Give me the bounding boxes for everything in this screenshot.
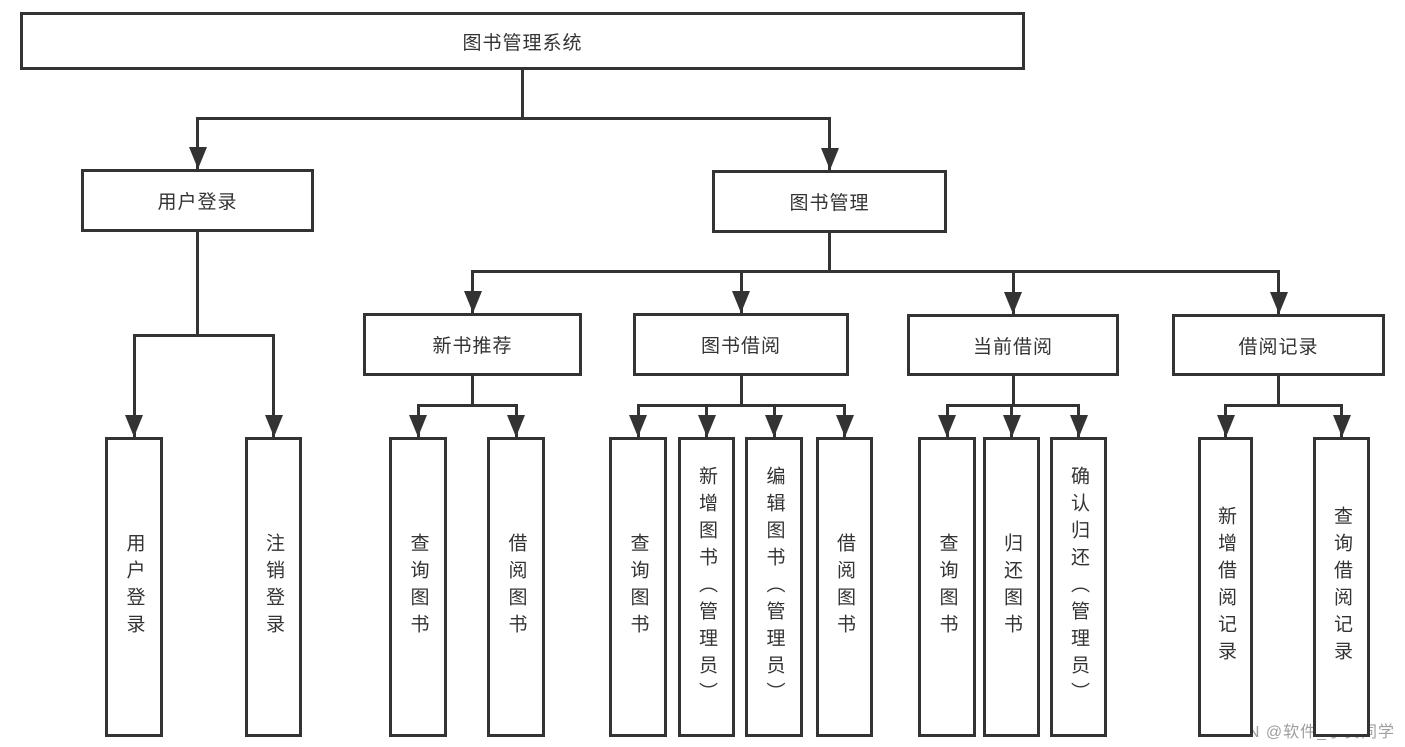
node-book-borrow: 图书借阅 (633, 313, 849, 376)
edge-bar-new-books (416, 403, 518, 407)
node-label-leaf-confirm-return: 确认归还（管理员） (1068, 465, 1089, 709)
arrowhead-down-icon (1069, 415, 1088, 437)
edge-bar-borrow-records (1224, 403, 1343, 407)
node-label-current-borrow: 当前借阅 (972, 336, 1053, 358)
node-label-book-mgmt: 图书管理 (789, 193, 870, 214)
node-label-borrow-records: 借阅记录 (1238, 336, 1319, 358)
node-label-leaf-query-books-1: 查询图书 (407, 533, 429, 641)
node-label-leaf-borrow-books-1: 借阅图书 (505, 533, 527, 641)
edge-stem-borrow-records (1277, 376, 1280, 405)
arrowhead-down-icon (409, 415, 427, 437)
node-root: 图书管理系统 (20, 12, 1025, 70)
edge-bar-book-mgmt (471, 269, 1280, 273)
edge-bar-book-borrow (636, 403, 846, 407)
node-leaf-logout: 注销登录 (245, 437, 302, 737)
arrowhead-down-icon (1269, 292, 1288, 314)
node-label-root: 图书管理系统 (462, 32, 583, 54)
arrowhead-down-icon (765, 415, 783, 437)
node-user-login: 用户登录 (81, 169, 314, 232)
arrowhead-down-icon (629, 415, 647, 437)
edge-bar-root (196, 116, 831, 120)
node-leaf-add-record: 新增借阅记录 (1198, 437, 1253, 737)
node-label-leaf-query-books-3: 查询图书 (936, 533, 958, 641)
node-new-books: 新书推荐 (363, 313, 582, 376)
edge-stem-new-books (471, 376, 474, 405)
node-label-leaf-return-book: 归还图书 (1001, 533, 1022, 641)
node-current-borrow: 当前借阅 (907, 314, 1119, 376)
arrowhead-down-icon (264, 415, 283, 437)
node-label-leaf-add-book: 新增图书（管理员） (696, 465, 717, 709)
node-label-leaf-add-record: 新增借阅记录 (1215, 506, 1236, 668)
arrowhead-down-icon (1332, 415, 1351, 437)
arrowhead-down-icon (820, 148, 839, 170)
node-label-leaf-logout: 注销登录 (263, 533, 284, 641)
arrowhead-down-icon (463, 291, 482, 313)
node-label-leaf-edit-book: 编辑图书（管理员） (763, 465, 785, 709)
arrowhead-down-icon (1216, 415, 1235, 437)
node-leaf-query-books-2: 查询图书 (609, 437, 667, 737)
edge-bar-user-login (132, 333, 275, 337)
arrowhead-down-icon (507, 415, 525, 437)
arrowhead-down-icon (835, 415, 854, 437)
arrowhead-down-icon (697, 415, 716, 437)
node-leaf-return-book: 归还图书 (983, 437, 1040, 737)
arrowhead-down-icon (188, 147, 207, 169)
edge-stem-root (521, 70, 524, 118)
arrowhead-down-icon (938, 415, 956, 437)
edge-stem-user-login (196, 232, 199, 335)
node-leaf-confirm-return: 确认归还（管理员） (1050, 437, 1107, 737)
edge-drop-leaf-logout (272, 335, 275, 437)
arrowhead-down-icon (1002, 415, 1021, 437)
arrowhead-down-icon (732, 291, 750, 313)
node-leaf-edit-book: 编辑图书（管理员） (745, 437, 803, 737)
edge-drop-leaf-user-login (132, 335, 136, 437)
edge-stem-book-mgmt (828, 233, 831, 271)
node-leaf-query-books-1: 查询图书 (389, 437, 447, 737)
node-label-leaf-query-record: 查询借阅记录 (1331, 506, 1352, 668)
node-leaf-add-book: 新增图书（管理员） (678, 437, 735, 737)
node-label-book-borrow: 图书借阅 (700, 336, 781, 357)
edge-stem-book-borrow (739, 376, 743, 405)
node-label-leaf-borrow-books-2: 借阅图书 (834, 533, 855, 641)
edge-stem-current-borrow (1011, 376, 1015, 405)
arrowhead-down-icon (125, 415, 143, 437)
node-book-mgmt: 图书管理 (712, 170, 947, 233)
node-borrow-records: 借阅记录 (1172, 314, 1385, 376)
node-label-leaf-query-books-2: 查询图书 (627, 533, 649, 641)
node-label-user-login: 用户登录 (157, 192, 238, 213)
edge-drop-book-mgmt (828, 118, 831, 170)
node-leaf-user-login: 用户登录 (105, 437, 163, 737)
node-leaf-query-record: 查询借阅记录 (1313, 437, 1370, 737)
node-label-leaf-user-login: 用户登录 (123, 533, 145, 641)
arrowhead-down-icon (1004, 292, 1022, 314)
node-label-new-books: 新书推荐 (432, 336, 513, 357)
node-leaf-borrow-books-1: 借阅图书 (487, 437, 545, 737)
node-leaf-borrow-books-2: 借阅图书 (816, 437, 873, 737)
node-leaf-query-books-3: 查询图书 (918, 437, 976, 737)
edge-drop-user-login (196, 118, 199, 169)
